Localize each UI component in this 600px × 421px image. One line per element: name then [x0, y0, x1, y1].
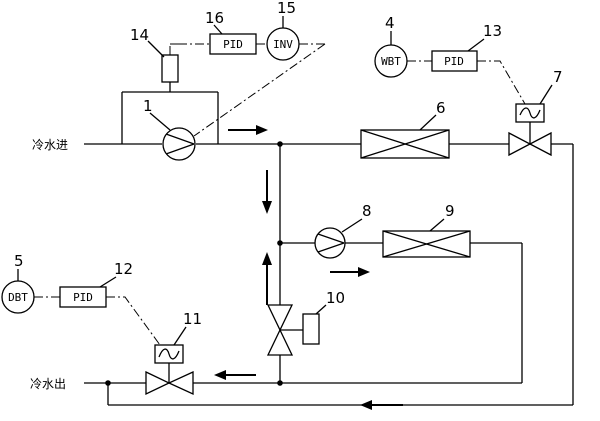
svg-text:5: 5 [14, 252, 24, 270]
sensor-14 [161, 43, 210, 92]
pid-controller-12: PID [59, 286, 107, 308]
callout-14: 14 [130, 26, 165, 58]
actuator-10 [302, 313, 320, 345]
svg-text:15: 15 [277, 0, 296, 17]
svg-text:7: 7 [553, 68, 563, 86]
svg-text:14: 14 [130, 26, 149, 44]
dbt-label: DBT [8, 291, 28, 304]
pid-16-label: PID [223, 38, 243, 51]
junction-left [105, 380, 111, 386]
vertical-valve [266, 304, 303, 356]
pid12-valve11-signal [106, 296, 161, 346]
callout-15: 15 [277, 0, 296, 28]
junction-outlet [277, 380, 283, 386]
svg-text:1: 1 [143, 97, 153, 115]
inverter-15: INV [266, 27, 300, 61]
flow-arrow-left-outlet [214, 370, 256, 380]
dbt-sensor-5: DBT [1, 280, 35, 314]
pump-8 [314, 227, 346, 259]
pid-controller-13: PID [431, 50, 478, 72]
pid-controller-16: PID [209, 33, 257, 55]
junction-mid [277, 240, 283, 246]
heat-exchanger-6 [360, 129, 450, 159]
flow-arrow-left-bottom [360, 400, 403, 410]
inv-to-pump-signal [193, 43, 326, 137]
svg-text:16: 16 [205, 9, 224, 27]
water-inlet-label: 冷水进 [32, 138, 68, 152]
callout-7: 7 [539, 68, 563, 105]
callout-13: 13 [467, 22, 502, 52]
flow-arrow-right-mid [330, 267, 370, 277]
pid-12-label: PID [73, 291, 93, 304]
callout-12: 12 [99, 260, 133, 288]
callout-16: 16 [205, 9, 224, 35]
svg-text:12: 12 [114, 260, 133, 278]
svg-text:4: 4 [385, 14, 395, 32]
flow-arrow-up [262, 252, 272, 305]
control-valve-11 [145, 344, 194, 396]
flow-arrow-right-top [228, 125, 268, 135]
water-outlet-label: 冷水出 [30, 377, 66, 391]
junction-top [277, 141, 283, 147]
pump-1 [162, 127, 196, 161]
control-valve-7 [508, 103, 552, 157]
callout-9: 9 [429, 202, 455, 232]
pump8-branch-pipe [280, 242, 523, 383]
inv-label: INV [273, 38, 293, 51]
callout-10: 10 [315, 289, 345, 315]
callout-5: 5 [14, 252, 24, 281]
callout-11: 11 [173, 310, 202, 346]
right-return-pipe [107, 144, 574, 406]
callout-6: 6 [419, 99, 446, 131]
svg-text:9: 9 [445, 202, 455, 220]
svg-text:10: 10 [326, 289, 345, 307]
svg-text:11: 11 [183, 310, 202, 328]
pid13-valve7-signal [477, 60, 526, 105]
flow-arrow-down [262, 170, 272, 214]
wbt-label: WBT [381, 55, 401, 68]
pid-13-label: PID [444, 55, 464, 68]
callout-8: 8 [341, 202, 372, 233]
svg-text:6: 6 [436, 99, 446, 117]
svg-text:8: 8 [362, 202, 372, 220]
callout-1: 1 [143, 97, 171, 131]
wbt-sensor-4: WBT [374, 44, 408, 78]
callout-4: 4 [385, 14, 395, 45]
svg-text:13: 13 [483, 22, 502, 40]
heat-exchanger-9 [382, 230, 471, 258]
